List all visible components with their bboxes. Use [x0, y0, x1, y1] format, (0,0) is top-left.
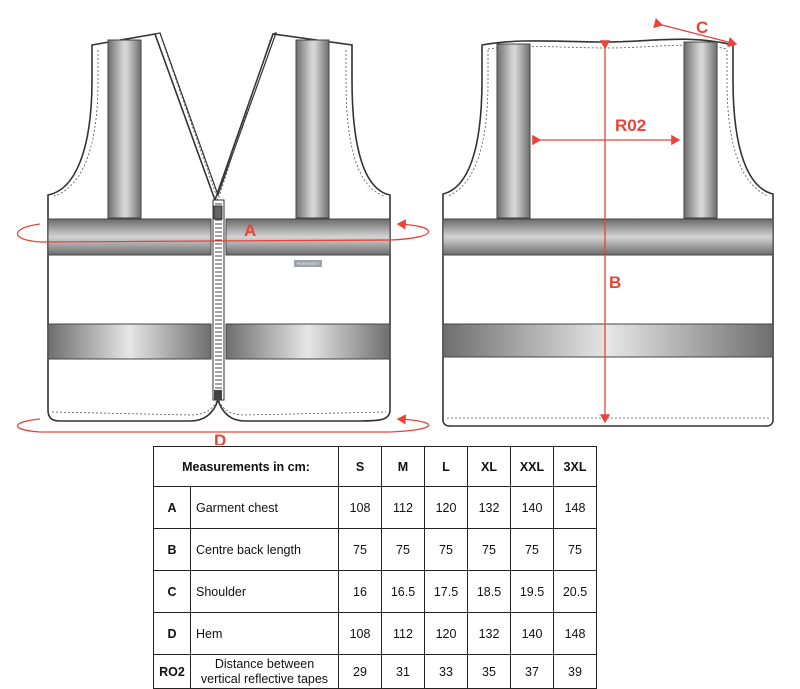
vest-front-vertical-tape-left	[107, 39, 142, 219]
row-value: 148	[553, 486, 597, 529]
row-name: Garment chest	[190, 486, 339, 529]
vest-front-waist-tape-left	[47, 323, 212, 360]
zipper-pull	[213, 205, 223, 220]
size-header: XXL	[510, 446, 554, 487]
row-name: Distance between vertical reflective tap…	[190, 654, 339, 689]
table-row: D Hem 108 112 120 132 140 148	[153, 612, 597, 655]
row-value: 29	[338, 654, 382, 689]
vest-back-waist-tape	[442, 323, 774, 358]
zipper-stop	[214, 390, 222, 400]
size-header: 3XL	[553, 446, 597, 487]
measurements-table: Measurements in cm: S M L XL XXL 3XL A G…	[153, 446, 597, 689]
vest-front-waist-tape-right	[225, 323, 391, 360]
row-code: C	[153, 570, 191, 613]
row-name: Hem	[190, 612, 339, 655]
size-header: M	[381, 446, 425, 487]
row-value: 75	[467, 528, 511, 571]
size-header: L	[424, 446, 468, 487]
row-value: 19.5	[510, 570, 554, 613]
row-value: 132	[467, 486, 511, 529]
row-value: 132	[467, 612, 511, 655]
vest-brand-label	[294, 260, 322, 267]
row-code: RO2	[153, 654, 191, 689]
row-value: 37	[510, 654, 554, 689]
vest-front-collar	[154, 32, 277, 197]
vest-back-vertical-tape-left	[496, 43, 531, 219]
vest-front-chest-tape-left	[47, 218, 212, 256]
vest-brand-label-text: PORTWEST	[297, 261, 320, 266]
table-row: B Centre back length 75 75 75 75 75 75	[153, 528, 597, 571]
row-value: 108	[338, 486, 382, 529]
vest-front-zipper	[212, 199, 225, 401]
dimension-a-label: A	[244, 221, 256, 240]
vest-back	[442, 38, 774, 427]
row-value: 35	[467, 654, 511, 689]
row-value: 75	[424, 528, 468, 571]
row-name: Shoulder	[190, 570, 339, 613]
row-code: D	[153, 612, 191, 655]
dimension-d-label: D	[214, 431, 226, 445]
row-value: 75	[553, 528, 597, 571]
row-value: 112	[381, 612, 425, 655]
row-value: 140	[510, 486, 554, 529]
row-value: 17.5	[424, 570, 468, 613]
table-row: A Garment chest 108 112 120 132 140 148	[153, 486, 597, 529]
vest-front-chest-tape-right	[225, 218, 391, 256]
dimension-ro2-label: R02	[615, 116, 646, 135]
vest-measurement-diagram: PORTWEST A D B R02 C	[17, 18, 774, 445]
row-value: 75	[510, 528, 554, 571]
vest-front-vertical-tape-right	[295, 39, 330, 219]
dimension-ro2: R02	[532, 116, 681, 146]
table-header-title: Measurements in cm:	[153, 446, 339, 487]
row-value: 120	[424, 612, 468, 655]
dimension-d: D	[17, 414, 430, 445]
row-value: 108	[338, 612, 382, 655]
row-value: 18.5	[467, 570, 511, 613]
row-value: 148	[553, 612, 597, 655]
row-value: 112	[381, 486, 425, 529]
row-value: 20.5	[553, 570, 597, 613]
row-code: B	[153, 528, 191, 571]
table-row: RO2 Distance between vertical reflective…	[153, 654, 597, 689]
table-header-row: Measurements in cm: S M L XL XXL 3XL	[153, 446, 597, 487]
row-value: 75	[381, 528, 425, 571]
dimension-a: A	[17, 219, 430, 243]
vest-front: PORTWEST	[47, 32, 391, 422]
dimension-b-label: B	[609, 273, 621, 292]
row-value: 120	[424, 486, 468, 529]
row-value: 16	[338, 570, 382, 613]
dimension-b: B	[599, 40, 621, 424]
dimension-c-label: C	[696, 18, 708, 37]
row-value: 140	[510, 612, 554, 655]
size-header: S	[338, 446, 382, 487]
table-row: C Shoulder 16 16.5 17.5 18.5 19.5 20.5	[153, 570, 597, 613]
row-value: 75	[338, 528, 382, 571]
row-value: 33	[424, 654, 468, 689]
row-value: 31	[381, 654, 425, 689]
row-value: 39	[553, 654, 597, 689]
row-value: 16.5	[381, 570, 425, 613]
row-name: Centre back length	[190, 528, 339, 571]
size-header: XL	[467, 446, 511, 487]
dimension-c: C	[653, 18, 738, 48]
vest-back-chest-tape	[442, 218, 774, 256]
vest-back-vertical-tape-right	[683, 41, 718, 219]
row-code: A	[153, 486, 191, 529]
